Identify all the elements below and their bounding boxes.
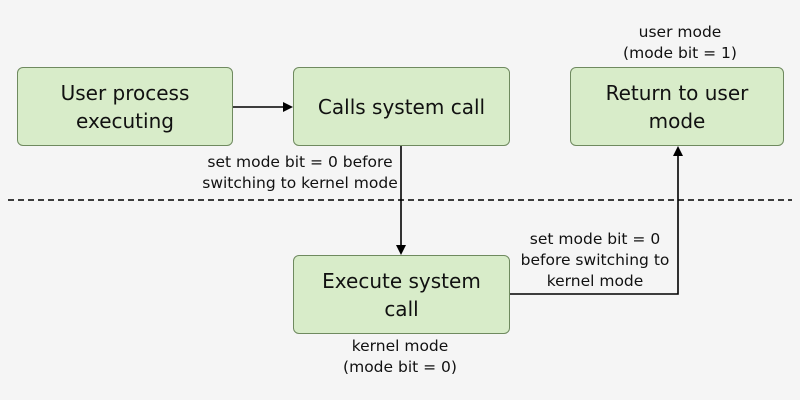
node-calls-system-call: Calls system call [293, 67, 510, 146]
node-execute-system-call: Execute system call [293, 255, 510, 334]
node-execute-system-call-text: Execute system call [322, 268, 481, 321]
node-user-process: User process executing [17, 67, 233, 146]
label-user-mode: user mode (mode bit = 1) [623, 23, 737, 62]
node-return-to-user-mode: Return to user mode [570, 67, 784, 146]
arrow-execute-to-return [510, 146, 683, 295]
node-user-process-text: User process executing [60, 80, 190, 133]
label-set-mode-bit-after-execute: set mode bit = 0 before switching to ker… [520, 230, 670, 290]
node-return-to-user-mode-text: Return to user mode [605, 80, 749, 133]
label-kernel-mode: kernel mode (mode bit = 0) [343, 337, 457, 376]
node-calls-system-call-text: Calls system call [317, 94, 486, 119]
label-set-mode-bit-before-switch: set mode bit = 0 before switching to ker… [202, 153, 398, 192]
